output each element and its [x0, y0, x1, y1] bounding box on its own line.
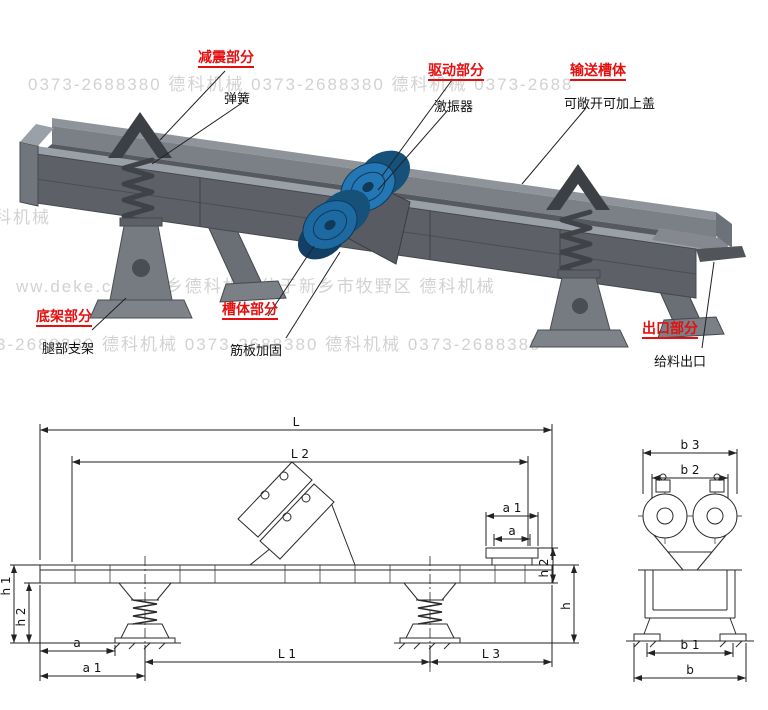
dim-label-a1-outlet: a 1	[503, 501, 522, 515]
dim-label-L1: L 1	[278, 647, 296, 661]
callout-drive-sub: 激振器	[434, 99, 474, 114]
dim-label-a-bottom: a	[73, 636, 80, 650]
callout-channel-sub: 筋板加固	[230, 343, 283, 358]
dim-label-a-outlet: a	[508, 524, 515, 538]
side-view-drawing	[39, 461, 553, 672]
side-view-dimensions: L L 2 a 1 a h 2 h h 1 h 2 a a 1 L 1 L 3	[0, 415, 579, 681]
dim-label-b: b	[686, 663, 694, 677]
dim-label-a1-bottom: a 1	[83, 661, 102, 675]
dim-label-L: L	[293, 415, 300, 429]
foot-plate-left	[89, 299, 193, 319]
dim-label-b1: b 1	[680, 638, 699, 652]
watermark-row: 科机械	[0, 208, 51, 227]
outlet-end-wall	[716, 212, 732, 248]
callout-outlet-title: 出口部分	[642, 320, 698, 340]
trough-left-end	[19, 141, 39, 207]
outlet-floor	[652, 228, 732, 252]
spring-bracket-right	[546, 164, 610, 210]
end-view-motor-right	[692, 493, 738, 539]
dimension-drawings: L L 2 a 1 a h 2 h h 1 h 2 a a 1 L 1 L 3	[0, 415, 754, 682]
dim-label-L3: L 3	[482, 647, 500, 661]
callout-base-sub: 腿部支架	[42, 341, 95, 356]
leader-lines	[91, 70, 715, 349]
outlet-lip	[696, 246, 746, 262]
end-view-motor-left	[642, 493, 688, 539]
side-view-outlet	[485, 547, 539, 565]
dim-label-h2-left: h 2	[14, 607, 28, 626]
coil-spring-right	[559, 209, 593, 279]
vibration-motors	[297, 150, 411, 265]
dim-label-h: h	[559, 602, 573, 610]
dim-label-b3: b 3	[680, 438, 699, 452]
watermark-row: 3-2688380 德科机械 0373-2688380 德科机械 0373-26…	[0, 335, 542, 354]
callout-damping-title: 减震部分	[198, 49, 254, 69]
spring-assembly-right	[529, 164, 629, 348]
side-view-motor	[237, 461, 356, 566]
end-view-drawing	[626, 473, 754, 648]
callout-trough-sub: 可敞开可加上盖	[564, 96, 656, 111]
dim-label-b2: b 2	[680, 463, 699, 477]
machine-3d-view	[19, 70, 746, 349]
end-view-dimensions: b 3 b 2 b 1 b	[633, 438, 747, 682]
coil-spring-left	[121, 157, 155, 227]
callout-trough-title: 输送槽体	[570, 62, 626, 82]
dim-label-h1: h 1	[0, 576, 13, 595]
dim-label-L2: L 2	[291, 447, 309, 461]
callout-damping-sub: 弹簧	[224, 91, 251, 106]
dim-label-h2-outlet: h 2	[537, 558, 551, 577]
callout-channel-title: 槽体部分	[222, 301, 278, 321]
callout-drive-title: 驱动部分	[428, 62, 484, 82]
spring-assembly-left	[89, 112, 193, 319]
spring-bracket-left	[108, 112, 172, 158]
callout-base-title: 底架部分	[36, 308, 92, 328]
callout-outlet-sub: 给料出口	[654, 354, 707, 369]
foot-plate-right	[529, 329, 629, 348]
